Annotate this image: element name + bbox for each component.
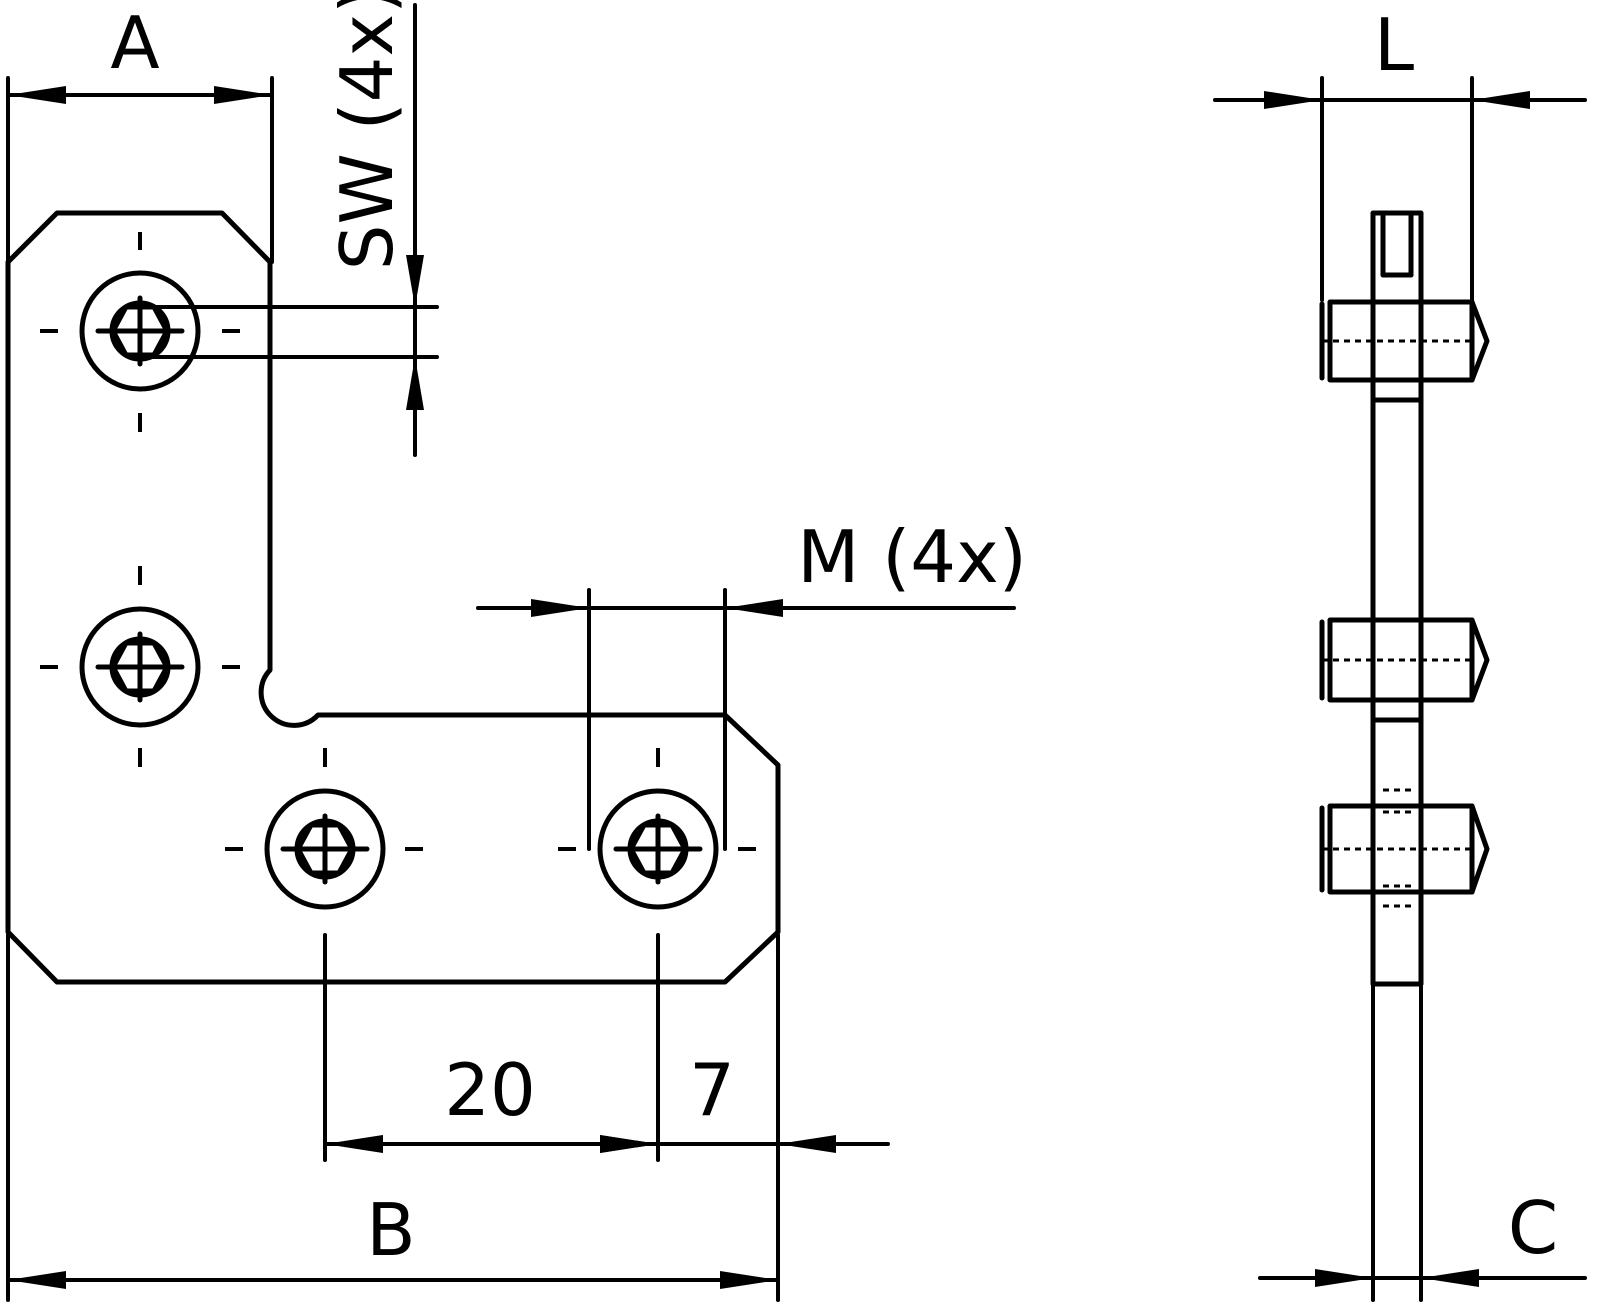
label-7: 7 — [689, 1048, 735, 1132]
fastener-3 — [225, 748, 423, 910]
label-l: L — [1374, 3, 1414, 87]
fastener-4 — [558, 748, 756, 910]
side-clamp-1 — [1319, 299, 1490, 403]
side-view — [1213, 76, 1587, 1302]
fastener-2 — [40, 566, 240, 767]
front-view — [5, 3, 1016, 1302]
label-m: M (4x) — [797, 515, 1027, 599]
label-20: 20 — [444, 1048, 536, 1132]
label-a: A — [110, 1, 159, 85]
label-b: B — [366, 1188, 415, 1272]
fastener-1 — [40, 232, 240, 432]
label-sw: SW (4x) — [325, 0, 409, 270]
side-clamp-3 — [1319, 788, 1490, 908]
plate-outline — [5, 210, 781, 985]
side-clamp-2 — [1319, 617, 1490, 723]
label-c: C — [1508, 1186, 1558, 1270]
